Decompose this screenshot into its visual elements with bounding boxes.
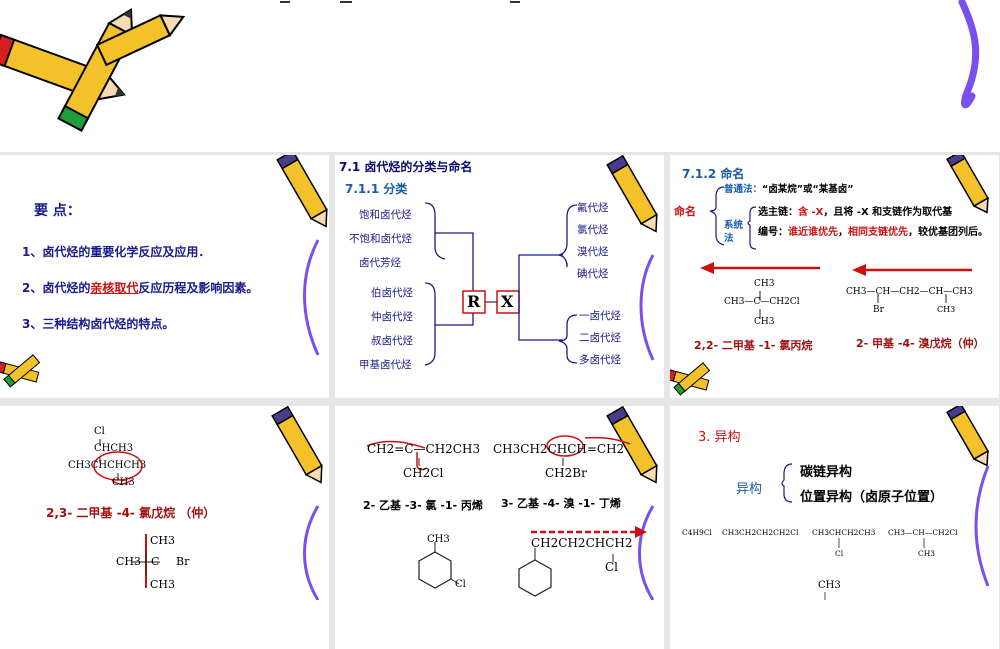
struct1-main: CH2=C—CH2CH3 (367, 442, 481, 456)
struct-line-4: CH3 (112, 477, 135, 488)
example-name: 2,3- 二甲基 -4- 氯戊烷 （仲） (46, 506, 216, 520)
bottom-top: CH3 (150, 534, 176, 547)
top-strip (0, 0, 1000, 152)
formula-3-sub: Cl (835, 549, 844, 558)
pencil-icon (271, 406, 323, 484)
pencil-icon (606, 155, 658, 233)
right-group-2: 一卤代烃二卤代烃多卤代烃 (579, 310, 621, 366)
name-2: 2- 甲基 -4- 溴戊烷（仲） (856, 337, 985, 350)
slide-naming[interactable]: 7.1.2 命名 命名 普通法：“卤某烷”或“某基卤” 系统法 选主链：含 -X… (670, 155, 999, 398)
formula-3: CH3CHCH2CH3 (812, 528, 876, 537)
pencil-icon (606, 406, 658, 484)
struct1-bot: CH3 (754, 317, 775, 327)
small-pencils-icon (0, 354, 41, 388)
benz1-top: CH3 (427, 534, 450, 545)
right-group-1: 氟代烃氯代烃溴代烃碘代烃 (577, 202, 609, 280)
bottom-mid-c: C (151, 555, 160, 568)
struct2-sub2: CH3 (937, 305, 956, 314)
numbering-rule: 编号：谁近谁优先，相同支链优先，较优基团列后。 (758, 227, 988, 238)
benz2-chain: CH2CH2CHCH2 (531, 536, 633, 550)
struct-line-3: CH3CHCHCH3 (68, 460, 147, 471)
naming-label: 命名 (674, 205, 696, 218)
isomer-item-1: 碳链异构 (800, 465, 853, 480)
slide-example-1[interactable]: Cl CHCH3 CH3CHCHCH3 CH3 2,3- 二甲基 -4- 氯戊烷… (0, 406, 329, 649)
struct2-sub: CH2Br (545, 466, 587, 480)
bottom-mid-left: CH3 (116, 555, 142, 568)
struct2-main: CH3CH2CHCH=CH2 (493, 442, 625, 456)
main-chain-rule: 选主链：含 -X，且将 -X 和支链作为取代基 (758, 207, 953, 218)
struct2-main: CH3—CH—CH2—CH—CH3 (846, 287, 973, 297)
benz2-sub: Cl (605, 560, 619, 574)
benzene-ring-icon (418, 542, 460, 589)
bottom-bot: CH3 (150, 578, 176, 591)
struct-line-2: CHCH3 (94, 443, 134, 454)
r-label: R (467, 292, 481, 311)
struct1-mid: CH3—C—CH2Cl (724, 297, 800, 307)
slide-example-2[interactable]: CH2=C—CH2CH3 CH2Cl CH3CH2CHCH=CH2 CH2Br … (335, 406, 664, 649)
section-title: 3. 异构 (698, 430, 741, 445)
small-pencils-icon (670, 362, 711, 396)
purple-swoosh-icon (958, 0, 980, 109)
crossed-pencils-icon (0, 7, 186, 132)
isomer-item-2: 位置异构（卤原子位置） (800, 490, 944, 505)
key-points-heading: 要 点： (34, 203, 81, 219)
bottom-formula: CH3 (818, 580, 841, 591)
benz1-side: Cl (455, 579, 466, 590)
struct1-sub: CH2Cl (403, 466, 444, 480)
pencil-icon (946, 406, 989, 467)
slide-key-points[interactable]: 要 点： 1、卤代烃的重要化学反应及应用． 2、卤代烃的亲核取代反应历程及影响因… (0, 155, 329, 398)
name-1: 2,2- 二甲基 -1- 氯丙烷 (694, 339, 813, 352)
system-method-label: 系统法 (724, 220, 744, 244)
struct-line-1: Cl (94, 426, 105, 437)
formula-2: CH3CH2CH2CH2Cl (722, 528, 799, 537)
isomer-label: 异构 (736, 482, 763, 497)
formula-1: C4H9Cl (682, 528, 712, 537)
chain-highlight (93, 451, 143, 481)
section-subtitle: 7.1.1 分类 (345, 182, 408, 196)
point-1: 1、卤代烃的重要化学反应及应用． (22, 245, 211, 259)
left-group-2: 伯卤代烃仲卤代烃叔卤代烃甲基卤代烃 (359, 287, 413, 371)
bottom-mid-right: Br (176, 555, 190, 568)
benzene-ring-icon (518, 548, 552, 597)
point-3: 3、三种结构卤代烃的特点。 (22, 317, 175, 331)
pencil-icon (276, 155, 328, 228)
section-title: 7.1 卤代烃的分类与命名 (339, 160, 473, 174)
top-decoration (0, 0, 980, 132)
formula-4: CH3—CH—CH2Cl (888, 528, 958, 537)
name-1: 2- 乙基 -3- 氯 -1- 丙烯 (363, 499, 483, 512)
x-label: X (501, 292, 514, 311)
struct1-top: CH3 (754, 279, 775, 289)
slide-isomerism[interactable]: 3. 异构 异构 碳链异构 位置异构（卤原子位置） C4H9Cl CH3CH2C… (670, 406, 999, 649)
pencil-icon (946, 155, 989, 214)
struct2-sub1: Br (873, 305, 884, 315)
formula-4-sub: CH3 (918, 549, 936, 558)
slide-classification[interactable]: 7.1 卤代烃的分类与命名 7.1.1 分类 饱和卤代烃不饱和卤代烃卤代芳烃 伯… (335, 155, 664, 398)
left-group-1: 饱和卤代烃不饱和卤代烃卤代芳烃 (349, 209, 412, 269)
common-method: 普通法：“卤某烷”或“某基卤” (724, 184, 854, 195)
name-2: 3- 乙基 -4- 溴 -1- 丁烯 (501, 497, 621, 510)
section-title: 7.1.2 命名 (682, 167, 745, 181)
point-2: 2、卤代烃的亲核取代反应历程及影响因素。 (22, 281, 259, 295)
